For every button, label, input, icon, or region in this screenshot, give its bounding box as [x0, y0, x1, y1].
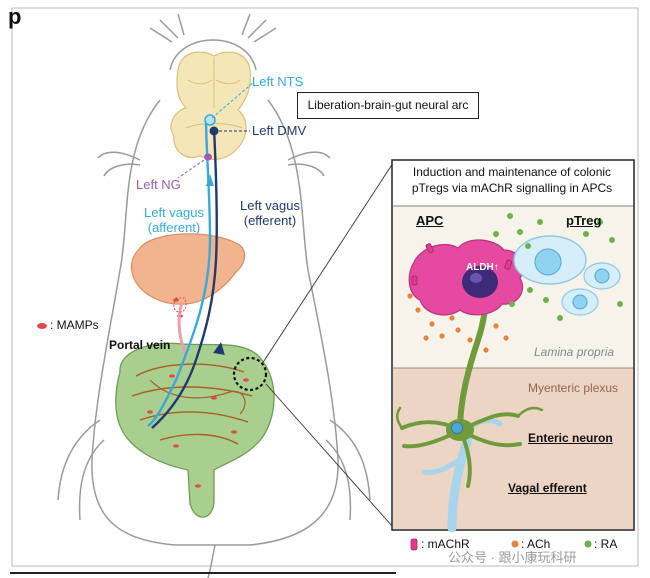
legend-machr-label: : mAChR: [421, 537, 470, 551]
bottom-rule: [10, 572, 396, 574]
nts-leader: [211, 81, 255, 119]
left-nts-label: Left NTS: [252, 74, 304, 89]
portal-vein: [177, 301, 188, 357]
legend-ach-label: : ACh: [521, 537, 551, 551]
legend-ra-marker: [584, 540, 592, 548]
panel-letter: p: [8, 4, 22, 29]
inset-title-line1: Induction and maintenance of colonic: [412, 165, 612, 179]
vagus-afferent-path: [147, 117, 212, 427]
legend-ach-marker: [511, 540, 519, 548]
left-vagus-efferent-label: Left vagus (efferent): [232, 198, 308, 229]
apc-cell: [408, 239, 524, 316]
intestine: [115, 342, 275, 518]
watermark-text: 公众号 · 跟小康玩科研: [448, 550, 577, 565]
dmv-node: [209, 126, 219, 136]
left-vagus-afferent-label: Left vagus (afferent): [136, 205, 212, 236]
mamp-dots: [147, 298, 249, 488]
inset-title-line2: pTregs via mAChR signalling in APCs: [411, 181, 613, 195]
vagal-efferent-label: Vagal efferent: [508, 481, 587, 495]
zoom-connector-bottom: [265, 383, 393, 527]
ra-dots: [493, 213, 623, 321]
zoom-circle: [232, 356, 268, 392]
figure-title-box: Liberation-brain-gut neural arc: [297, 92, 479, 119]
myenteric-plexus-label: Myenteric plexus: [528, 381, 619, 395]
enteric-neuron-nucleus: [451, 422, 463, 434]
left-vagus-afferent-line1: Left vagus: [144, 205, 204, 220]
left-vagus-efferent-line2: (efferent): [243, 212, 297, 228]
lamina-propria-label: Lamina propria: [534, 345, 615, 359]
aldh-label: ALDH↑: [466, 262, 499, 273]
legend-ra-label: : RA: [594, 537, 618, 551]
zoom-connector-top: [261, 159, 396, 365]
left-vagus-efferent-line1: Left vagus: [240, 198, 300, 213]
mamps-legend-label: : MAMPs: [50, 318, 99, 332]
ptreg-cells: [513, 235, 621, 316]
liver: [130, 233, 246, 305]
legend-machr-marker: [410, 538, 418, 551]
figure-border: [11, 7, 639, 567]
ach-dots: [407, 293, 509, 353]
enteric-neuron-label: Enteric neuron: [528, 431, 613, 445]
machr-receptors: [411, 243, 513, 286]
mamps-legend-dot: [37, 323, 47, 329]
portal-vein-marker: [173, 297, 187, 313]
afferent-arrow: [206, 174, 214, 186]
inset-panel: [391, 159, 635, 531]
left-ng-label: Left NG: [136, 177, 181, 192]
ng-leader: [177, 159, 205, 179]
left-dmv-label: Left DMV: [252, 123, 307, 138]
mouse-silhouette: [57, 13, 371, 578]
portal-vein-label: Portal vein: [109, 338, 171, 352]
left-vagus-afferent-line2: (afferent): [147, 219, 201, 235]
vagus-efferent-path: [151, 127, 219, 429]
efferent-arrow: [213, 342, 225, 355]
inset-title: Induction and maintenance of colonic pTr…: [392, 164, 632, 196]
ptreg-label: pTreg: [566, 213, 602, 228]
ng-node: [204, 153, 212, 161]
apc-label: APC: [416, 213, 444, 228]
brain: [170, 51, 251, 160]
